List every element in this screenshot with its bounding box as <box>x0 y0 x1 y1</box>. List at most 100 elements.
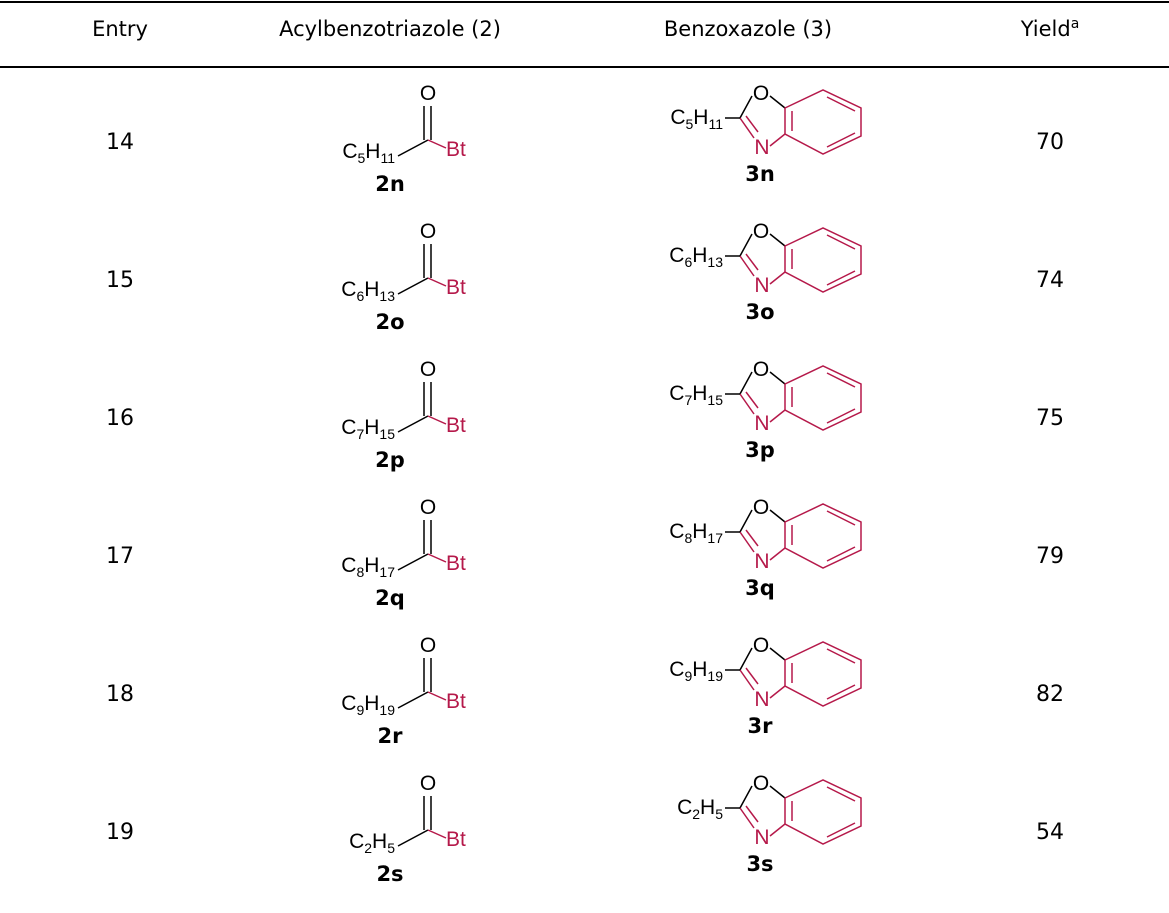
ring-bond <box>745 805 759 823</box>
formula-carbon: C <box>341 416 356 439</box>
ring-double-bond <box>826 546 856 562</box>
ring-bond <box>745 391 759 409</box>
alkyl-bond <box>397 553 429 571</box>
formula-hydrogen: H <box>692 658 707 681</box>
ring-bond <box>745 529 759 547</box>
ring-bond <box>739 785 753 809</box>
formula-hydrogen: H <box>364 554 379 577</box>
carbonyl-oxygen: O <box>420 220 436 243</box>
yield-value: 79 <box>1036 544 1064 569</box>
formula-hydrogen: H <box>364 692 379 715</box>
ring-double-bond <box>826 684 856 700</box>
benzene-ring <box>784 227 862 293</box>
carbonyl-oxygen: O <box>420 82 436 105</box>
entry-number: 17 <box>106 544 134 569</box>
formula-hydrogen: H <box>692 382 707 405</box>
benzotriazole-bond <box>427 553 447 563</box>
formula-hydrogen-count: 15 <box>707 392 723 408</box>
entry-number: 15 <box>106 268 134 293</box>
ring-bond <box>739 647 753 671</box>
ring-nitrogen: N <box>754 412 769 435</box>
benzoxazole-label: 3p <box>745 438 775 462</box>
formula-hydrogen-count: 5 <box>715 806 723 822</box>
benzoxazole-label: 3r <box>747 714 773 738</box>
ring-nitrogen: N <box>754 550 769 573</box>
benzotriazole-bond <box>427 139 447 149</box>
acyl-formula: C9H19 <box>341 692 395 718</box>
benzotriazole-group: Bt <box>446 552 466 575</box>
carbonyl-oxygen: O <box>420 772 436 795</box>
ring-bond <box>739 807 755 829</box>
ring-double-bond <box>826 234 856 250</box>
ring-double-bond <box>826 786 856 802</box>
formula-carbon-count: 5 <box>685 116 693 132</box>
acylbenzotriazole-label: 2n <box>375 172 405 196</box>
ring-double-bond <box>826 822 856 838</box>
benzotriazole-group: Bt <box>446 414 466 437</box>
benzoxazole-label: 3s <box>746 852 774 876</box>
carbonyl-oxygen: O <box>420 358 436 381</box>
benzotriazole-group: Bt <box>446 828 466 851</box>
header-acylbenzotriazole: Acylbenzotriazole (2) <box>279 17 501 41</box>
ring-oxygen: O <box>753 82 769 105</box>
formula-carbon-count: 2 <box>364 840 372 856</box>
benzotriazole-group: Bt <box>446 276 466 299</box>
ring-oxygen: O <box>753 358 769 381</box>
acylbenzotriazole-structure: O Bt C7H15 <box>341 358 466 442</box>
benzoxazole-formula: C5H11 <box>670 106 723 132</box>
alkyl-bond <box>397 829 429 847</box>
ring-oxygen: O <box>753 634 769 657</box>
ring-bond <box>769 785 786 799</box>
benzoxazole-formula: C9H19 <box>669 658 723 684</box>
ring-bond <box>739 669 755 691</box>
ring-bond <box>739 117 755 139</box>
entry-number: 16 <box>106 406 134 431</box>
alkyl-bond <box>397 277 429 295</box>
formula-carbon-count: 6 <box>684 254 692 270</box>
acylbenzotriazole-label: 2o <box>375 310 405 334</box>
formula-carbon-count: 9 <box>356 702 364 718</box>
header-entry: Entry <box>92 17 148 41</box>
formula-carbon: C <box>341 278 356 301</box>
formula-hydrogen-count: 15 <box>379 426 395 442</box>
formula-carbon-count: 6 <box>356 288 364 304</box>
ring-double-bond <box>826 132 856 148</box>
benzene-ring <box>784 641 862 707</box>
ring-bond <box>745 667 759 685</box>
entry-number: 19 <box>106 820 134 845</box>
formula-carbon: C <box>677 796 692 819</box>
acylbenzotriazole-label: 2p <box>375 448 405 472</box>
benzene-ring <box>784 779 862 845</box>
acyl-formula: C8H17 <box>341 554 395 580</box>
ring-bond <box>769 509 786 523</box>
formula-hydrogen: H <box>372 830 387 853</box>
yield-value: 54 <box>1036 820 1064 845</box>
acyl-formula: C5H11 <box>342 140 395 166</box>
yield-value: 82 <box>1036 682 1064 707</box>
yield-value: 74 <box>1036 268 1064 293</box>
formula-carbon: C <box>669 658 684 681</box>
ring-bond <box>769 133 786 147</box>
ring-oxygen: O <box>753 220 769 243</box>
benzoxazole-formula: C8H17 <box>669 520 723 546</box>
formula-hydrogen-count: 17 <box>707 530 723 546</box>
acyl-formula: C7H15 <box>341 416 395 442</box>
benzene-ring <box>784 503 862 569</box>
header-benzoxazole: Benzoxazole (3) <box>663 17 833 41</box>
alkyl-bond <box>397 691 429 709</box>
benzotriazole-bond <box>427 829 447 839</box>
formula-hydrogen-count: 11 <box>708 116 723 132</box>
formula-hydrogen-count: 5 <box>387 840 395 856</box>
